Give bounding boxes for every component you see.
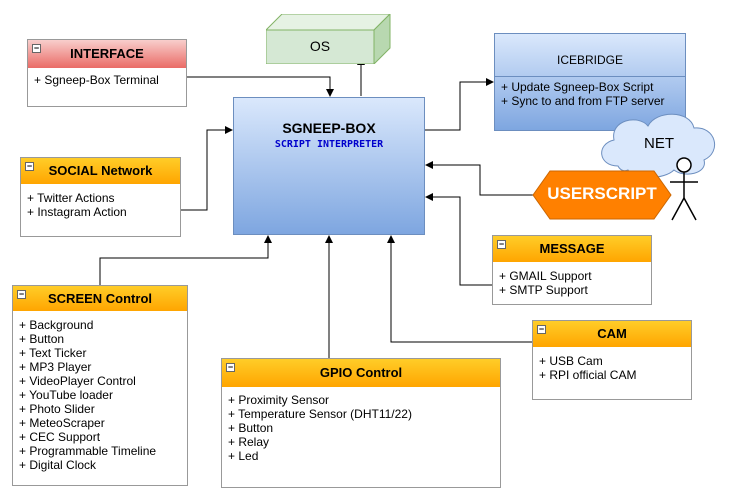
net-label: NET xyxy=(644,135,674,152)
screen-items: + Background + Button + Text Ticker + MP… xyxy=(19,318,156,472)
social-title: SOCIAL Network xyxy=(48,163,153,178)
edge-cam-sgneep xyxy=(387,235,532,343)
edge-message-sgneep xyxy=(425,193,492,286)
interface-title: INTERFACE xyxy=(70,46,144,61)
list-item: + Digital Clock xyxy=(19,458,97,472)
cam-header: − CAM xyxy=(533,321,691,347)
os-box xyxy=(266,14,391,64)
sgneep-title: SGNEEP-BOX xyxy=(282,120,376,136)
list-item: + Sync to and from FTP server xyxy=(501,94,665,108)
edge-screen-sgneep xyxy=(99,235,272,285)
edge-social-sgneep xyxy=(181,126,233,211)
list-item: + Twitter Actions xyxy=(27,191,115,205)
list-item: + GMAIL Support xyxy=(499,269,592,283)
gpio-box: − GPIO Control + Proximity Sensor + Temp… xyxy=(221,358,501,488)
list-item: + VideoPlayer Control xyxy=(19,374,136,388)
cam-title: CAM xyxy=(597,326,627,341)
gpio-title: GPIO Control xyxy=(319,365,403,380)
userscript-label: USERSCRIPT xyxy=(547,184,657,203)
message-box: − MESSAGE + GMAIL Support + SMTP Support xyxy=(492,235,652,305)
list-item: + SMTP Support xyxy=(499,283,588,297)
gpio-header: − GPIO Control xyxy=(222,359,500,387)
collapse-icon[interactable]: − xyxy=(17,289,26,299)
list-item: + Button xyxy=(19,332,65,346)
screen-title: SCREEN Control xyxy=(48,291,152,306)
gpio-items: + Proximity Sensor + Temperature Sensor … xyxy=(228,393,412,463)
collapse-icon[interactable]: − xyxy=(32,43,41,53)
list-item: + Text Ticker xyxy=(19,346,87,360)
edge-sgneep-icebridge xyxy=(424,78,494,131)
icebridge-box: ICEBRIDGE + Update Sgneep-Box Script + S… xyxy=(494,33,686,131)
list-item: + Background xyxy=(19,318,94,332)
list-item: + Sgneep-Box Terminal xyxy=(34,73,159,87)
list-item: + Update Sgneep-Box Script xyxy=(501,80,654,94)
list-item: + YouTube loader xyxy=(19,388,113,402)
edge-interface-sgneep xyxy=(187,76,334,97)
cam-items: + USB Cam + RPI official CAM xyxy=(539,354,636,382)
cam-box: − CAM + USB Cam + RPI official CAM xyxy=(532,320,692,400)
list-item: + Programmable Timeline xyxy=(19,444,157,458)
screen-box: − SCREEN Control + Background + Button +… xyxy=(12,285,188,486)
list-item: + USB Cam xyxy=(539,354,603,368)
edge-userscript-sgneep xyxy=(425,161,540,196)
message-title: MESSAGE xyxy=(539,241,605,256)
user-actor-icon xyxy=(670,157,698,221)
interface-header: − INTERFACE xyxy=(28,40,186,68)
social-box: − SOCIAL Network + Twitter Actions + Ins… xyxy=(20,157,181,237)
list-item: + CEC Support xyxy=(19,430,101,444)
message-header: − MESSAGE xyxy=(493,236,651,262)
list-item: + Relay xyxy=(228,435,270,449)
userscript-shape xyxy=(532,170,672,220)
list-item: + Button xyxy=(228,421,274,435)
list-item: + Photo Slider xyxy=(19,402,95,416)
collapse-icon[interactable]: − xyxy=(226,362,235,372)
icebridge-title: ICEBRIDGE xyxy=(556,53,623,67)
os-label: OS xyxy=(309,38,331,54)
list-item: + MeteoScraper xyxy=(19,416,105,430)
social-header: − SOCIAL Network xyxy=(21,158,180,184)
collapse-icon[interactable]: − xyxy=(25,161,34,171)
list-item: + MP3 Player xyxy=(19,360,92,374)
interface-items: + Sgneep-Box Terminal xyxy=(34,73,159,87)
collapse-icon[interactable]: − xyxy=(537,324,546,334)
sgneep-box: SGNEEP-BOX SCRIPT INTERPRETER xyxy=(233,97,425,235)
social-items: + Twitter Actions + Instagram Action xyxy=(27,191,127,219)
list-item: + Temperature Sensor (DHT11/22) xyxy=(228,407,412,421)
list-item: + RPI official CAM xyxy=(539,368,637,382)
interface-box: − INTERFACE + Sgneep-Box Terminal xyxy=(27,39,187,107)
collapse-icon[interactable]: − xyxy=(497,239,506,249)
message-items: + GMAIL Support + SMTP Support xyxy=(499,269,592,297)
list-item: + Led xyxy=(228,449,259,463)
list-item: + Proximity Sensor xyxy=(228,393,330,407)
list-item: + Instagram Action xyxy=(27,205,127,219)
icebridge-items: + Update Sgneep-Box Script + Sync to and… xyxy=(501,80,665,108)
screen-header: − SCREEN Control xyxy=(13,286,187,311)
sgneep-subtitle: SCRIPT INTERPRETER xyxy=(274,139,384,150)
